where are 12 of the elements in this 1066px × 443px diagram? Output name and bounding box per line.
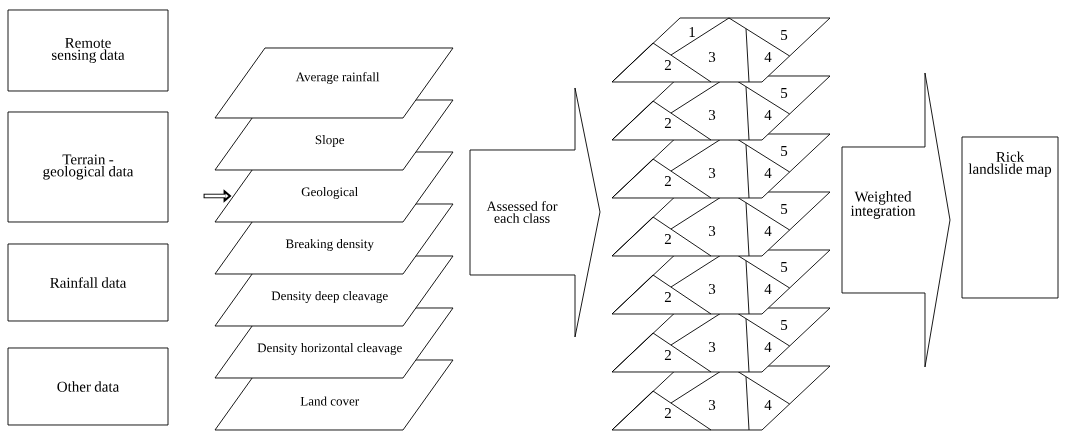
class-map: 2 3 4 5 [611, 75, 831, 141]
data-box: Remote sensing data [7, 9, 169, 92]
class-map: 2 3 4 5 [611, 191, 831, 257]
class-map: 1 2 3 4 5 [611, 17, 831, 83]
data-box: Other data [7, 347, 169, 426]
class-map: 2 3 4 5 [611, 307, 831, 373]
data-box: Terrain - geological data [7, 111, 169, 223]
class-map: 2 3 4 5 [611, 249, 831, 315]
layer-sheet: Average rainfall [214, 47, 454, 119]
data-box: Rainfall data [7, 243, 169, 322]
result-box: Rick landslide map [961, 136, 1059, 299]
class-map: 2 3 4 5 [611, 133, 831, 199]
